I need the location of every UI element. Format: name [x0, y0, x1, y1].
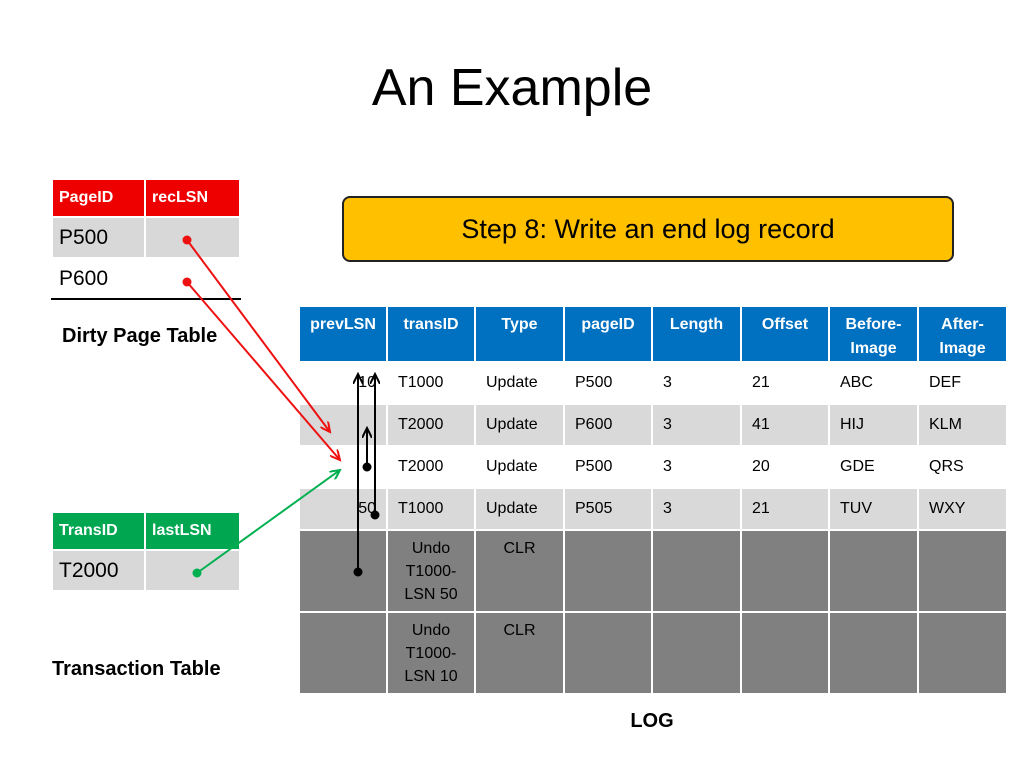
prevlsn-chain	[354, 374, 380, 577]
log-cell	[828, 529, 919, 613]
header-reclsn: recLSN	[144, 178, 241, 218]
log-cell	[563, 611, 653, 695]
lastlsn-pointer-t2000	[192, 470, 341, 578]
log-header-cell: Offset	[740, 305, 830, 363]
header-pageid: PageID	[51, 178, 146, 218]
log-header-cell: prevLSN	[298, 305, 388, 363]
log-caption: LOG	[630, 710, 674, 732]
log-cell	[298, 403, 388, 447]
reclsn-pointer-p600	[182, 277, 341, 461]
log-cell	[740, 529, 830, 613]
log-cell: KLM	[917, 403, 1008, 447]
pointer-arrow	[196, 470, 340, 574]
log-cell	[651, 529, 742, 613]
log-cell: T2000	[386, 445, 476, 489]
log-cell: 3	[651, 403, 742, 447]
log-cell: Undo T1000-LSN 50	[386, 529, 476, 613]
dirty-page-table: PageID recLSN P500 P600	[51, 178, 241, 300]
log-cell: T1000	[386, 487, 476, 531]
log-cell: QRS	[917, 445, 1008, 489]
log-cell: 21	[740, 361, 830, 405]
log-table: prevLSN transID Type pageID Length Offse…	[298, 305, 1008, 695]
log-cell	[298, 529, 388, 613]
log-cell	[298, 445, 388, 489]
log-cell: P505	[563, 487, 653, 531]
page-id-cell: P500	[51, 216, 146, 259]
log-cell: WXY	[917, 487, 1008, 531]
log-row: 50 T1000 Update P505 3 21 TUV WXY	[298, 487, 1008, 531]
log-cell: 20	[740, 445, 830, 489]
log-cell	[917, 611, 1008, 695]
log-cell: 3	[651, 487, 742, 531]
page-id-cell: P600	[51, 257, 146, 300]
reclsn-pointer-p500	[182, 235, 331, 433]
log-row: T2000 Update P500 3 20 GDE QRS	[298, 445, 1008, 489]
log-cell: T1000	[386, 361, 476, 405]
log-cell	[563, 529, 653, 613]
header-lastlsn: lastLSN	[144, 511, 241, 551]
table-row: T2000	[50, 549, 241, 592]
log-cell: ABC	[828, 361, 919, 405]
dirty-page-table-caption: Dirty Page Table	[62, 325, 218, 347]
log-cell: Update	[474, 403, 565, 447]
lastlsn-pointer-cell	[144, 549, 241, 592]
log-header-cell: After-Image	[917, 305, 1008, 363]
log-cell: Undo T1000-LSN 10	[386, 611, 476, 695]
log-row: T2000 Update P600 3 41 HIJ KLM	[298, 403, 1008, 447]
log-header-cell: Length	[651, 305, 742, 363]
log-cell: P600	[563, 403, 653, 447]
log-cell	[298, 611, 388, 695]
log-cell: T2000	[386, 403, 476, 447]
log-cell: 21	[740, 487, 830, 531]
log-header-row: prevLSN transID Type pageID Length Offse…	[298, 305, 1008, 363]
reclsn-pointer-cell	[144, 216, 241, 259]
log-cell: Update	[474, 361, 565, 405]
transaction-table-header: TransID lastLSN	[50, 511, 241, 551]
log-header-cell: pageID	[563, 305, 653, 363]
log-header-cell: transID	[386, 305, 476, 363]
log-row: 10 T1000 Update P500 3 21 ABC DEF	[298, 361, 1008, 405]
table-row: P500	[51, 216, 241, 259]
log-cell	[917, 529, 1008, 613]
step-banner: Step 8: Write an end log record	[342, 196, 954, 262]
log-cell: CLR	[474, 529, 565, 613]
log-cell: CLR	[474, 611, 565, 695]
log-cell: 3	[651, 361, 742, 405]
log-cell: P500	[563, 445, 653, 489]
log-cell	[740, 611, 830, 695]
log-cell: TUV	[828, 487, 919, 531]
transaction-table-caption: Transaction Table	[52, 658, 221, 680]
log-cell: Update	[474, 445, 565, 489]
log-cell: Update	[474, 487, 565, 531]
pointer-arrow	[186, 239, 330, 432]
step-banner-text: Step 8: Write an end log record	[461, 213, 835, 244]
log-cell: GDE	[828, 445, 919, 489]
log-cell: P500	[563, 361, 653, 405]
log-cell: 50	[298, 487, 388, 531]
log-row: Undo T1000-LSN 10 CLR	[298, 611, 1008, 695]
log-cell	[828, 611, 919, 695]
log-cell: 41	[740, 403, 830, 447]
slide-title: An Example	[371, 59, 653, 117]
log-row: Undo T1000-LSN 50 CLR	[298, 529, 1008, 613]
reclsn-pointer-cell	[144, 257, 241, 300]
log-cell: DEF	[917, 361, 1008, 405]
log-header-cell: Before-Image	[828, 305, 919, 363]
table-row: P600	[51, 257, 241, 300]
header-transid: TransID	[50, 511, 147, 551]
log-header-cell: Type	[474, 305, 565, 363]
pointer-arrow	[186, 281, 340, 460]
trans-id-cell: T2000	[50, 549, 147, 592]
log-cell: HIJ	[828, 403, 919, 447]
log-cell	[651, 611, 742, 695]
dirty-page-table-header: PageID recLSN	[51, 178, 241, 218]
log-cell: 3	[651, 445, 742, 489]
transaction-table: TransID lastLSN T2000	[50, 511, 241, 592]
